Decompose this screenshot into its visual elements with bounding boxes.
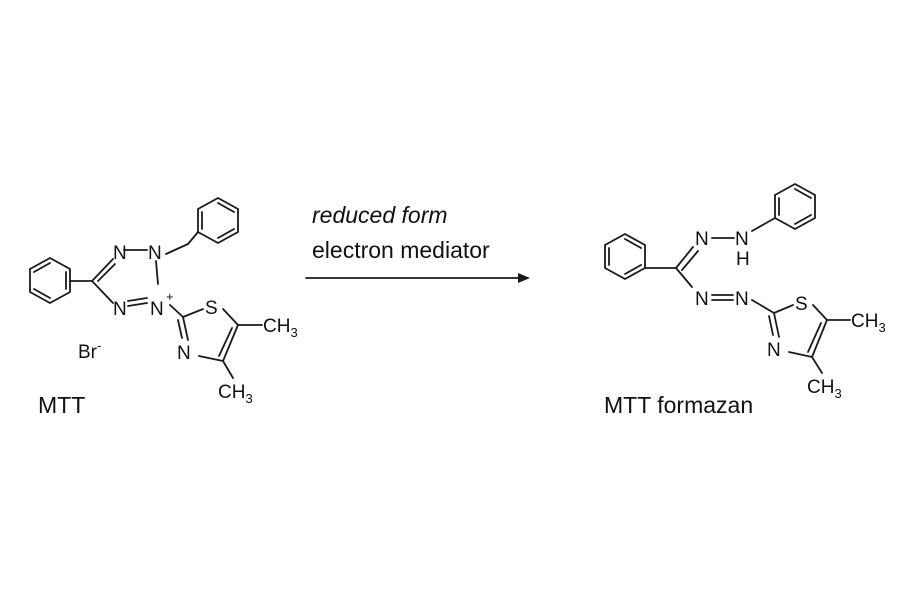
atom-n-thiazole: N: [177, 343, 191, 364]
bond-n4-thiazole: [169, 304, 184, 318]
arrowhead: [518, 273, 530, 283]
bond-methyl-b: [222, 360, 234, 379]
arrow-label-top: reduced form: [312, 202, 448, 228]
tetrazolium-ring: [91, 249, 159, 307]
atom-n4: N: [150, 299, 164, 320]
atom-n1: N: [113, 243, 127, 264]
formazan-structure: N N H N N S N CH3: [604, 182, 886, 418]
product-label: MTT formazan: [604, 392, 753, 418]
atom-s: S: [205, 298, 218, 319]
bond-azo-thiazole: [751, 299, 775, 314]
atom-n3: N: [113, 299, 127, 320]
atom-n-mid-left: N: [695, 289, 709, 310]
methyl-a: CH3: [263, 316, 298, 340]
product-atom-n-thiazole: N: [767, 340, 781, 361]
atom-n-top-left: N: [695, 229, 709, 250]
bond-c-n-azo: [675, 267, 693, 288]
product-bond-methyl-b: [811, 356, 823, 374]
bond-nh-phenyl: [751, 217, 776, 232]
product-phenyl-left: [604, 232, 646, 281]
product-thiazole-ring: [768, 304, 828, 358]
mtt-structure: N N N N + S N CH3 CH3: [29, 196, 298, 418]
arrow-label-bottom: electron mediator: [312, 237, 490, 263]
product-atom-s: S: [795, 294, 808, 315]
phenyl-ring-left: [29, 256, 71, 305]
reaction-arrow: reduced form electron mediator: [305, 202, 530, 283]
product-phenyl-top: [774, 182, 816, 231]
bond-c-n-hydrazone-double: [681, 250, 699, 271]
atom-h: H: [736, 249, 750, 270]
product-methyl-a: CH3: [851, 311, 886, 335]
bond-c-n-hydrazone: [675, 246, 694, 269]
bond-n2-phenyl: [165, 243, 189, 255]
bromide-counterion: Br-: [78, 338, 101, 363]
thiazole-ring: [177, 308, 239, 362]
phenyl-ring-top: [197, 196, 239, 245]
atom-n-top-right: N: [735, 229, 749, 250]
reactant-label: MTT: [38, 392, 85, 418]
atom-n-mid-right: N: [735, 289, 749, 310]
bond-link: [187, 231, 199, 245]
positive-charge: +: [166, 289, 174, 304]
product-methyl-b: CH3: [807, 377, 842, 401]
methyl-b: CH3: [218, 382, 253, 406]
atom-n2: N: [148, 243, 162, 264]
